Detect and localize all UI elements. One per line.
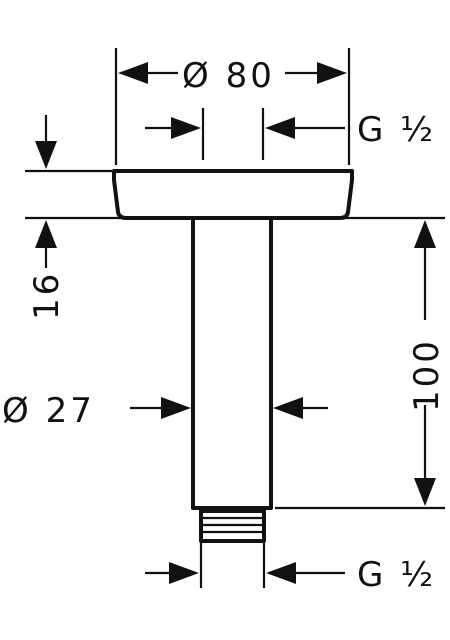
flange-plate xyxy=(112,169,354,220)
arm-tube xyxy=(191,216,273,510)
flange-height-label: 16 xyxy=(27,271,67,320)
arrow-right-icon xyxy=(171,117,201,139)
flange-diameter-dimension: Ø 80 xyxy=(114,48,351,165)
arm-length-dimension: 100 xyxy=(275,216,447,510)
arrow-left-icon xyxy=(118,62,148,84)
flange-height-dimension: 16 xyxy=(25,115,190,320)
arrow-down-icon xyxy=(414,478,436,506)
flange-diameter-label: Ø 80 xyxy=(182,56,275,96)
arm-length-label: 100 xyxy=(407,338,447,412)
arrow-down-icon xyxy=(35,141,57,169)
arrow-right-icon xyxy=(161,397,191,419)
arm-diameter-dimension: Ø 27 xyxy=(2,391,328,431)
arrow-left-icon xyxy=(265,117,295,139)
arm-diameter-label: Ø 27 xyxy=(2,391,95,431)
arrow-up-icon xyxy=(414,220,436,248)
arrow-up-icon xyxy=(35,220,57,248)
arrow-left-icon xyxy=(266,562,296,584)
arrow-left-icon xyxy=(273,397,303,419)
arrow-right-icon xyxy=(169,562,199,584)
arrow-right-icon xyxy=(317,62,347,84)
outlet-thread-label: G ½ xyxy=(357,555,436,595)
flange-thread-dimension: G ½ xyxy=(145,108,436,160)
flange-thread-label: G ½ xyxy=(357,110,436,150)
outlet-thread-dimension: G ½ xyxy=(145,543,436,595)
threaded-outlet xyxy=(199,509,266,543)
